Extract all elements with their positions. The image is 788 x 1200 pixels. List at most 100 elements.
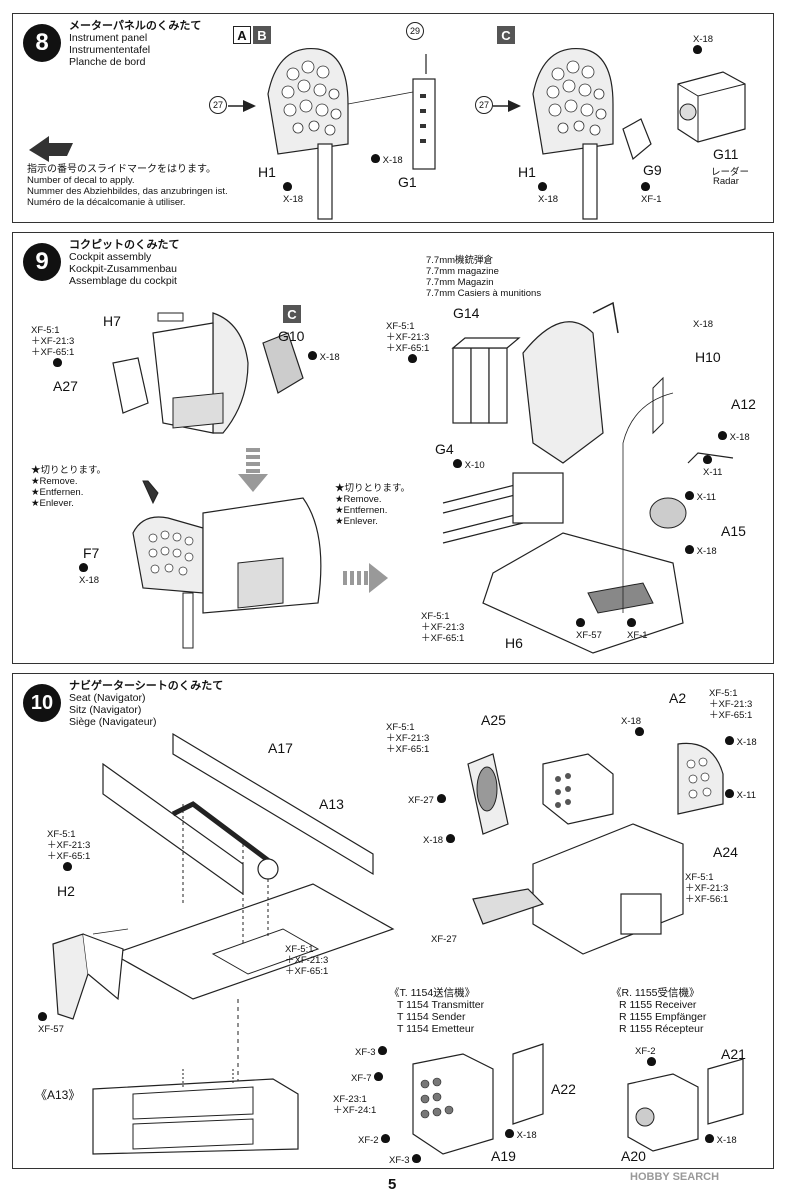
paint-x18-a-text: X-18 xyxy=(382,155,403,166)
r1155-en: R 1155 Receiver xyxy=(619,999,697,1011)
paint-xf24-text: ＋XF-24:1 xyxy=(333,1105,377,1116)
paint-x18-r: X-18 xyxy=(705,1134,737,1146)
decal-29: 29 xyxy=(406,22,424,40)
magazine-jp: 7.7mm機銃弾倉 xyxy=(426,255,494,266)
paint-xf27-b: XF-27 xyxy=(431,934,457,945)
paint-x10-text: X-10 xyxy=(464,460,485,471)
magazine-en: 7.7mm magazine xyxy=(426,266,499,277)
mix-a27-2: ＋XF-21:3 xyxy=(31,336,75,347)
remove-left-en: ★Remove. xyxy=(31,476,78,487)
paint-x18-c-text: X-18 xyxy=(693,34,714,45)
mix-a2-1: XF-5:1 xyxy=(709,688,738,699)
mix-g14-1: XF-5:1 xyxy=(386,321,415,332)
paint-x18-g10: X-18 xyxy=(308,351,340,363)
decal-note-fr: Numéro de la décalcomanie à utiliser. xyxy=(27,197,186,208)
label-h10: H10 xyxy=(695,349,721,365)
magazine-caption: 7.7mm機銃弾倉 7.7mm magazine 7.7mm Magazin 7… xyxy=(426,255,541,299)
remove-note-right: ★切りとります。 ★Remove. ★Entfernen. ★Enlever. xyxy=(335,483,410,527)
paint-x10: X-10 xyxy=(453,459,485,471)
paint-xf1-text: XF-1 xyxy=(641,194,662,205)
paint-drop-icon xyxy=(63,862,72,871)
paint-xf57-step10: XF-57 xyxy=(38,1012,64,1035)
decal-note-jp: 指示の番号のスライドマークをはります。 xyxy=(27,164,216,175)
mix-box-2: ＋XF-21:3 xyxy=(685,883,729,894)
step-10-title-en: Seat (Navigator) xyxy=(69,692,146,704)
step-10-title-de: Sitz (Navigator) xyxy=(69,704,142,716)
cockpit-bulkhead-drawing xyxy=(112,312,304,434)
mix-a25-1: XF-5:1 xyxy=(386,722,415,733)
label-a21: A21 xyxy=(721,1046,746,1062)
paint-x18-a2-left-text: X-18 xyxy=(621,716,642,727)
paint-xf3-top-text: XF-3 xyxy=(355,1047,376,1058)
paint-drop-icon xyxy=(693,45,702,54)
step-9-title-jp: コクピットのくみたて xyxy=(69,239,180,251)
paint-drop-icon xyxy=(725,789,734,798)
paint-x11-b-text: X-11 xyxy=(696,492,717,503)
label-g14: G14 xyxy=(453,305,480,321)
paint-drop-icon xyxy=(718,431,727,440)
step-9-panel: 9 コクピットのくみたて Cockpit assembly Kockpit-Zu… xyxy=(12,232,774,664)
step-10-title-jp: ナビゲーターシートのくみたて xyxy=(69,680,224,692)
r1155-caption: 《R. 1155受信機》 R 1155 Receiver R 1155 Empf… xyxy=(611,987,706,1035)
label-g4: G4 xyxy=(435,441,454,457)
step-8-title-en: Instrument panel xyxy=(69,32,148,44)
paint-x18-t: X-18 xyxy=(505,1129,537,1141)
t1154-fr: T 1154 Emetteur xyxy=(397,1023,475,1035)
paint-xf2-t-text: XF-2 xyxy=(358,1135,379,1146)
badge-c: C xyxy=(497,26,515,44)
paint-mix-a27: XF-5:1＋XF-21:3＋XF-65:1 xyxy=(31,325,74,370)
instrument-panel-drawing-left xyxy=(228,47,436,220)
decal-27-left: 27 xyxy=(209,96,227,114)
paint-mix-h2: XF-5:1＋XF-21:3＋XF-65:1 xyxy=(47,829,90,874)
label-g9: G9 xyxy=(643,162,662,178)
paint-xf3-bottom: XF-3 xyxy=(389,1154,422,1166)
label-h7: H7 xyxy=(103,313,121,329)
paint-x11-a: X-11 xyxy=(703,455,722,478)
remove-left-fr: ★Enlever. xyxy=(31,498,74,509)
step-9-title-fr: Assemblage du cockpit xyxy=(69,275,177,287)
r1155-de: R 1155 Empfänger xyxy=(619,1011,707,1023)
cockpit-assembled-drawing xyxy=(132,480,322,649)
label-h6: H6 xyxy=(505,635,523,651)
paint-x18-a2-right: X-18 xyxy=(725,736,757,748)
paint-xf7: XF-7 xyxy=(351,1072,384,1084)
paint-xf23-text: XF-23:1 xyxy=(333,1094,367,1105)
remove-right-en: ★Remove. xyxy=(335,494,382,505)
mix-h2-1: XF-5:1 xyxy=(47,829,76,840)
remove-right-jp: ★切りとります。 xyxy=(335,483,411,494)
step-number-9: 9 xyxy=(23,243,61,281)
right-arrow-icon xyxy=(343,563,388,593)
magazine-fr: 7.7mm Casiers à munitions xyxy=(426,288,542,299)
r1155-jp: 《R. 1155受信機》 xyxy=(611,987,700,999)
paint-x18-a15: X-18 xyxy=(685,545,717,557)
remove-left-de: ★Entfernen. xyxy=(31,487,84,498)
paint-x18-d: X-18 xyxy=(538,182,558,205)
t1154-jp: 《T. 1154送信機》 xyxy=(389,987,476,999)
paint-xf2-r-text: XF-2 xyxy=(635,1046,656,1057)
label-a13-view: 《A13》 xyxy=(35,1088,81,1102)
radio-station-drawing xyxy=(467,742,724,955)
paint-drop-icon xyxy=(378,1046,388,1055)
step-number-8: 8 xyxy=(23,24,61,62)
mix-g14-3: ＋XF-65:1 xyxy=(386,343,430,354)
label-a17: A17 xyxy=(268,740,293,756)
paint-x18-f7: X-18 xyxy=(79,563,99,586)
decal-note: 指示の番号のスライドマークをはります。 Number of decal to a… xyxy=(27,164,228,208)
paint-x18-a25: X-18 xyxy=(423,834,455,846)
remove-right-fr: ★Enlever. xyxy=(335,516,378,527)
paint-drop-icon xyxy=(576,618,585,627)
paint-drop-icon xyxy=(308,351,317,360)
label-a20: A20 xyxy=(621,1148,646,1164)
page-number: 5 xyxy=(388,1176,397,1193)
label-g10: G10 xyxy=(278,328,305,344)
label-a22: A22 xyxy=(551,1081,576,1097)
step-8-title-de: Instrumententafel xyxy=(69,44,151,56)
label-radar-jp: レーダー xyxy=(711,167,750,178)
paint-drop-icon xyxy=(445,834,455,843)
paint-mix-a2: XF-5:1＋XF-21:3＋XF-65:1 xyxy=(709,688,752,721)
paint-xf27-a: XF-27 xyxy=(408,794,446,806)
label-a27: A27 xyxy=(53,378,78,394)
step-8-title-jp: メーターパネルのくみたて xyxy=(69,20,202,32)
mix-h2-2: ＋XF-21:3 xyxy=(47,840,91,851)
paint-x18-c: X-18 xyxy=(693,34,713,57)
